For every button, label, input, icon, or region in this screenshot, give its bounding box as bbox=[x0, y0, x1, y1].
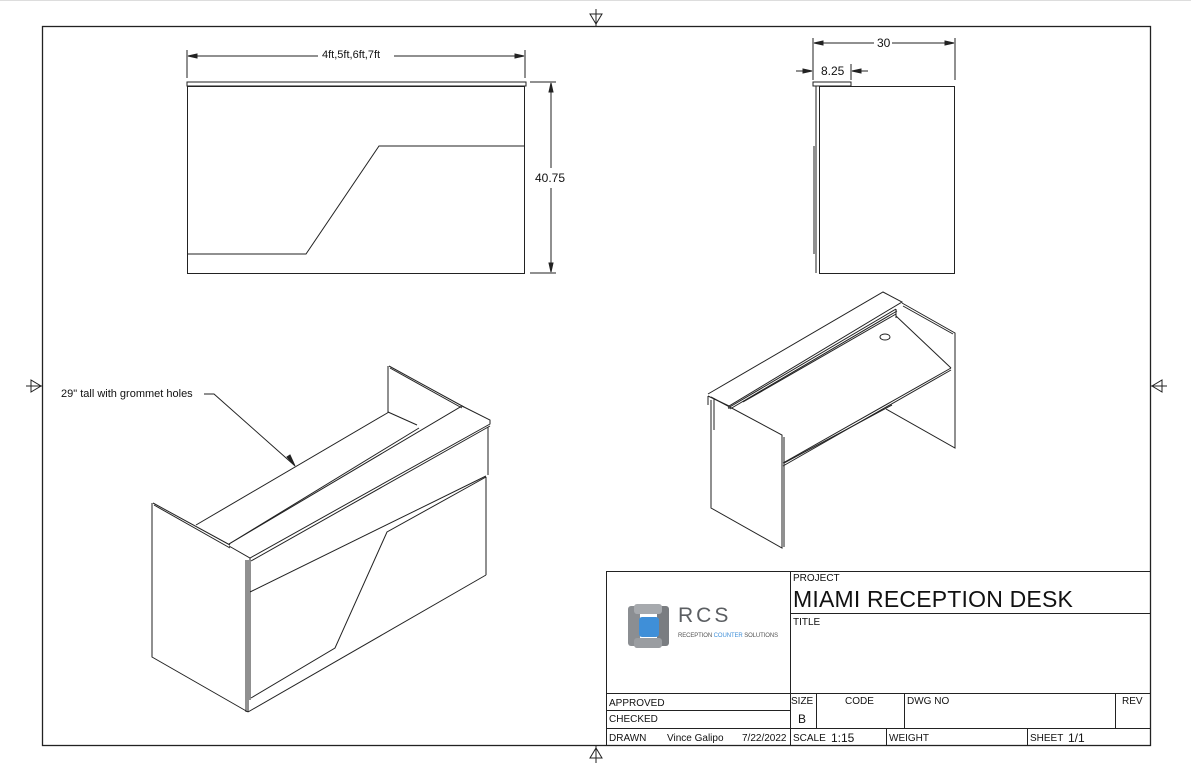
depth-dimension: 30 bbox=[875, 36, 893, 50]
drawn-date: 7/22/2022 bbox=[742, 733, 787, 744]
project-value: MIAMI RECEPTION DESK bbox=[793, 586, 1074, 612]
sheet-label: SHEET bbox=[1030, 733, 1064, 744]
drawn-label: DRAWN bbox=[609, 733, 647, 744]
checked-label: CHECKED bbox=[609, 714, 658, 725]
side-view bbox=[796, 38, 956, 274]
sheet-value: 1/1 bbox=[1068, 731, 1085, 745]
size-value: B bbox=[798, 712, 807, 726]
logo-tagline: RECEPTION COUNTER SOLUTIONS bbox=[678, 633, 778, 639]
weight-label: WEIGHT bbox=[889, 733, 929, 744]
title-label: TITLE bbox=[793, 617, 821, 628]
width-dimension: 4ft,5ft,6ft,7ft bbox=[320, 49, 383, 61]
sheet-border bbox=[41, 25, 1152, 747]
height-dimension: 40.75 bbox=[533, 171, 568, 185]
front-view bbox=[186, 50, 556, 274]
center-marker-top bbox=[589, 9, 603, 26]
code-label: CODE bbox=[845, 696, 874, 707]
rcs-logo: RCS RECEPTION COUNTER SOLUTIONS bbox=[624, 602, 784, 654]
size-label: SIZE bbox=[791, 696, 814, 707]
title-block bbox=[606, 571, 1151, 746]
drawn-by: Vince Galipo bbox=[667, 733, 724, 744]
grommet-hole bbox=[879, 333, 891, 341]
rev-label: REV bbox=[1122, 696, 1143, 707]
iso-front-view bbox=[151, 365, 491, 713]
scale-value: 1:15 bbox=[831, 731, 855, 745]
grommet-callout: 29" tall with grommet holes bbox=[61, 388, 193, 400]
dwg-no-label: DWG NO bbox=[907, 696, 950, 707]
iso-back-view bbox=[707, 291, 956, 549]
approved-label: APPROVED bbox=[609, 698, 665, 709]
rcs-logo-mark bbox=[628, 604, 669, 648]
center-marker-left bbox=[26, 379, 42, 393]
center-marker-right bbox=[1151, 379, 1167, 393]
project-label: PROJECT bbox=[793, 573, 840, 584]
scale-label: SCALE bbox=[793, 733, 826, 744]
logo-brand: RCS bbox=[678, 604, 732, 627]
overhang-dimension: 8.25 bbox=[819, 64, 847, 78]
center-marker-bottom bbox=[589, 746, 603, 763]
